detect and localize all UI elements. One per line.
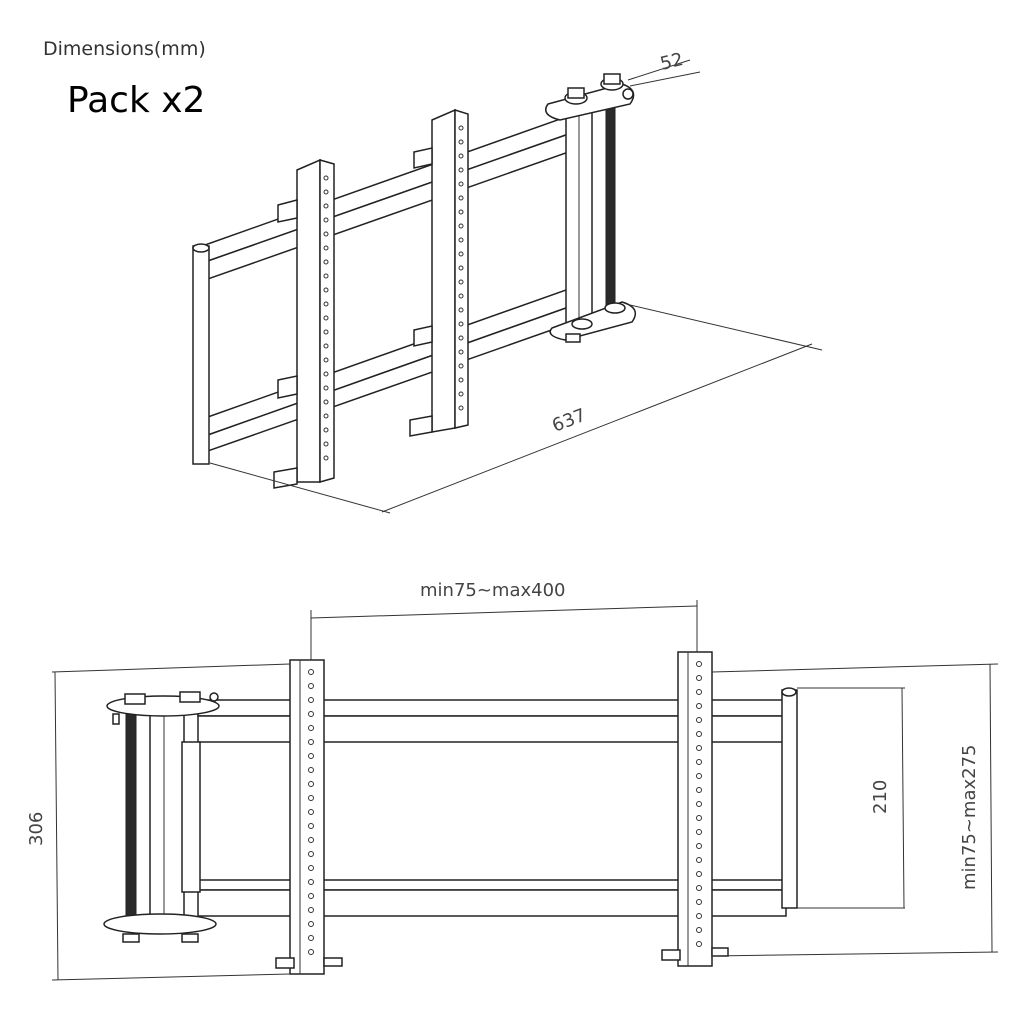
iso-left-arm-holes	[323, 175, 329, 461]
height-dimension-label: 306	[26, 812, 47, 846]
rail-spacing-label: 210	[870, 780, 891, 814]
dimensions-unit-label: Dimensions(mm)	[43, 38, 206, 60]
vesa-vertical-label: min75~max275	[959, 744, 980, 890]
iso-bottom-rail	[204, 283, 581, 454]
front-vesa-vertical-dimension: min75~max275	[711, 663, 999, 957]
front-view: min75~max400 306 210 min75~max275	[26, 580, 999, 981]
iso-left-vertical-arm	[273, 158, 335, 489]
isometric-view: 52 637	[192, 49, 823, 514]
front-right-arm-holes	[696, 661, 702, 947]
vesa-horizontal-label: min75~max400	[420, 580, 566, 601]
front-left-vertical-arm	[275, 659, 343, 975]
iso-right-arm-holes	[458, 125, 464, 411]
front-right-vertical-arm	[661, 651, 729, 967]
iso-depth-dimension: 52	[627, 49, 701, 87]
iso-top-plate	[545, 73, 635, 121]
iso-top-rail	[204, 110, 581, 282]
front-left-arm-holes	[308, 669, 314, 955]
front-rail-spacing-dimension: 210	[797, 687, 905, 909]
length-dimension-label: 637	[549, 405, 589, 437]
front-right-end-post	[781, 689, 798, 909]
iso-right-tube	[565, 104, 616, 333]
iso-right-vertical-arm	[409, 108, 469, 437]
iso-bottom-plate	[549, 301, 637, 343]
depth-dimension-label: 52	[658, 49, 685, 75]
iso-left-end-post	[192, 245, 210, 465]
front-vesa-horizontal-dimension: min75~max400	[310, 580, 698, 660]
front-bottom-plate	[103, 913, 217, 943]
front-height-dimension: 306	[26, 663, 291, 981]
front-left-tube	[125, 713, 201, 921]
front-top-plate	[106, 691, 220, 725]
pack-quantity-label: Pack x2	[67, 80, 206, 121]
